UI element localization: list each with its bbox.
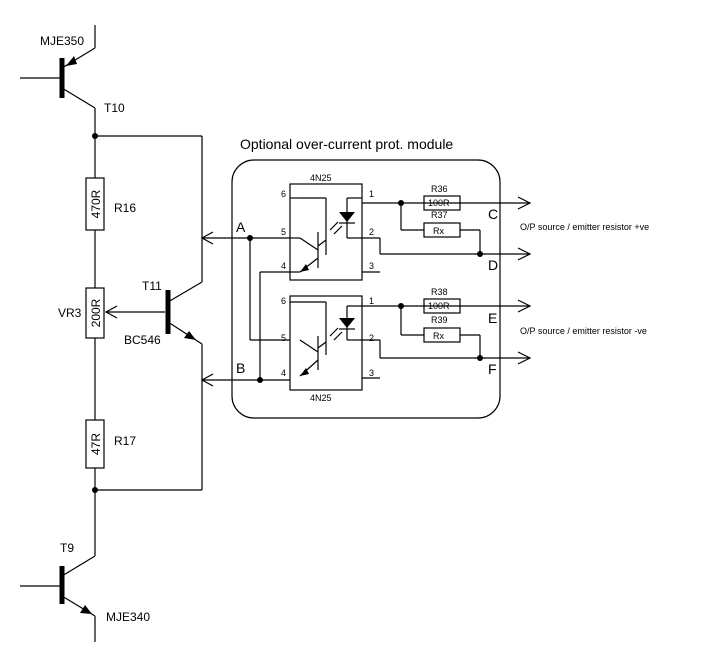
resistor-r38 xyxy=(423,298,461,314)
r39-ref: R39 xyxy=(431,315,448,325)
t9-ref: T9 xyxy=(60,541,74,555)
resistor-r36 xyxy=(423,195,461,211)
pin-4-label: 4 xyxy=(281,368,286,378)
t11-ref: T11 xyxy=(142,279,162,293)
pin-2-label: 2 xyxy=(369,227,374,237)
r38-value: 100R xyxy=(428,301,450,311)
optocoupler-bottom xyxy=(289,295,363,391)
pin-1-label: 1 xyxy=(369,189,374,199)
r37-ref: R37 xyxy=(431,210,448,220)
r37-value: Rx xyxy=(433,226,444,236)
r17-ref: R17 xyxy=(114,434,136,448)
pin-5-label: 5 xyxy=(281,227,286,237)
r36-ref: R36 xyxy=(431,184,448,194)
pin-1-label: 1 xyxy=(369,296,374,306)
top-opto-part: 4N25 xyxy=(310,173,332,183)
pin-5-label: 5 xyxy=(281,333,286,343)
transistor-t10 xyxy=(20,25,96,136)
r39-value: Rx xyxy=(433,331,444,341)
node-a: A xyxy=(236,219,246,235)
node-e: E xyxy=(488,310,497,326)
node-b: B xyxy=(236,360,245,376)
t11-part: BC546 xyxy=(124,333,161,347)
r36-value: 100R xyxy=(428,198,450,208)
module-box xyxy=(231,159,501,419)
pin-6-label: 6 xyxy=(281,189,286,199)
transistor-t9 xyxy=(20,555,96,642)
r38-ref: R38 xyxy=(431,287,448,297)
node-d: D xyxy=(488,257,498,273)
r16-value: 470R xyxy=(89,189,103,218)
t10-ref-label: T10 xyxy=(104,101,125,115)
note-positive: O/P source / emitter resistor +ve xyxy=(520,222,649,232)
optocoupler-top xyxy=(289,183,363,281)
pin-3-label: 3 xyxy=(369,261,374,271)
pin-2-label: 2 xyxy=(369,333,374,343)
pin-4-label: 4 xyxy=(281,261,286,271)
t9-part: MJE340 xyxy=(106,610,150,624)
r16-ref: R16 xyxy=(114,201,136,215)
pin-3-label: 3 xyxy=(369,368,374,378)
pin-6-label: 6 xyxy=(281,296,286,306)
junction-dot xyxy=(92,133,98,139)
bottom-opto-part: 4N25 xyxy=(310,393,332,403)
transistor-t11 xyxy=(165,136,203,490)
module-title: Optional over-current prot. module xyxy=(240,136,453,152)
r17-value: 47R xyxy=(89,433,103,455)
node-c: C xyxy=(488,206,498,222)
t10-part-label: MJE350 xyxy=(40,34,84,48)
note-negative: O/P source / emitter resistor -ve xyxy=(520,326,647,336)
junction-dot xyxy=(92,487,98,493)
node-f: F xyxy=(488,361,497,377)
vr3-value: 200R xyxy=(89,298,103,327)
vr3-ref: VR3 xyxy=(58,306,82,320)
